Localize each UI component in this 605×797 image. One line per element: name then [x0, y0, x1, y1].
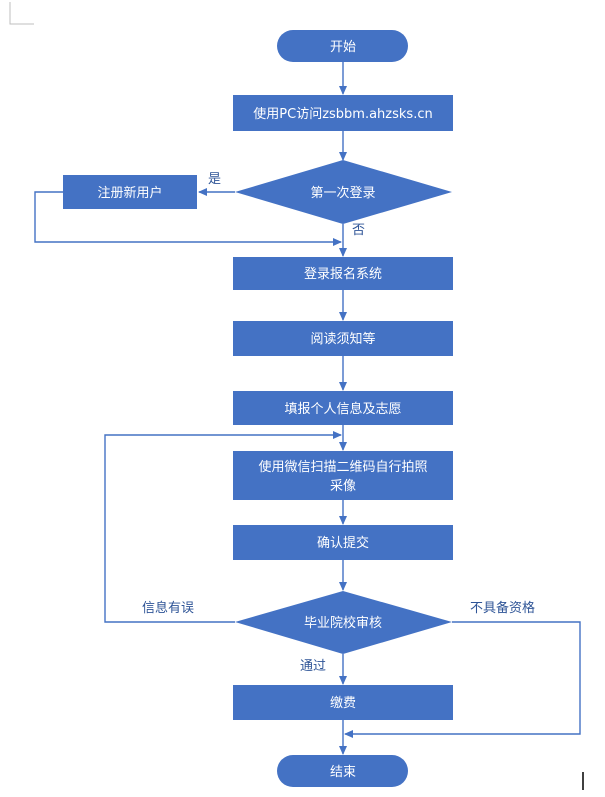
edge-label-info-error: 信息有误: [142, 600, 194, 616]
node-confirm: 确认提交: [233, 525, 453, 560]
node-end: 结束: [277, 755, 408, 787]
node-review: 毕业院校审核: [235, 591, 452, 654]
edge-review-infoerror: [104, 431, 342, 623]
node-photo-label-2: 采像: [330, 479, 356, 494]
node-visit-label: 使用PC访问zsbbm.ahzsks.cn: [253, 106, 432, 122]
node-login: 登录报名系统: [233, 257, 453, 290]
node-photo-label-1: 使用微信扫描二维码自行拍照: [258, 459, 427, 475]
node-review-label: 毕业院校审核: [304, 615, 382, 631]
crop-mark: [9, 2, 34, 25]
node-pay-label: 缴费: [330, 696, 356, 711]
node-first-login: 第一次登录: [235, 160, 452, 224]
edge-label-no: 否: [352, 223, 365, 238]
node-visit: 使用PC访问zsbbm.ahzsks.cn: [233, 95, 453, 131]
edge-review-notqualified: [344, 621, 581, 738]
node-end-label: 结束: [330, 765, 356, 780]
node-confirm-label: 确认提交: [317, 535, 369, 551]
node-start: 开始: [277, 30, 408, 62]
node-pay: 缴费: [233, 685, 453, 720]
node-login-label: 登录报名系统: [304, 266, 382, 282]
node-fill-label: 填报个人信息及志愿: [284, 401, 401, 417]
node-fill: 填报个人信息及志愿: [233, 391, 453, 425]
node-photo: 使用微信扫描二维码自行拍照 采像: [233, 451, 453, 500]
node-read-label: 阅读须知等: [310, 331, 375, 347]
node-start-label: 开始: [330, 40, 356, 55]
node-read: 阅读须知等: [233, 321, 453, 356]
node-register-label: 注册新用户: [97, 185, 162, 201]
edge-label-not-qualified: 不具备资格: [470, 600, 535, 616]
edge-label-pass: 通过: [300, 659, 326, 674]
node-first-login-label: 第一次登录: [310, 185, 375, 201]
edge-label-yes: 是: [208, 172, 221, 187]
edge-register-return: [34, 191, 342, 246]
node-register: 注册新用户: [63, 175, 197, 209]
